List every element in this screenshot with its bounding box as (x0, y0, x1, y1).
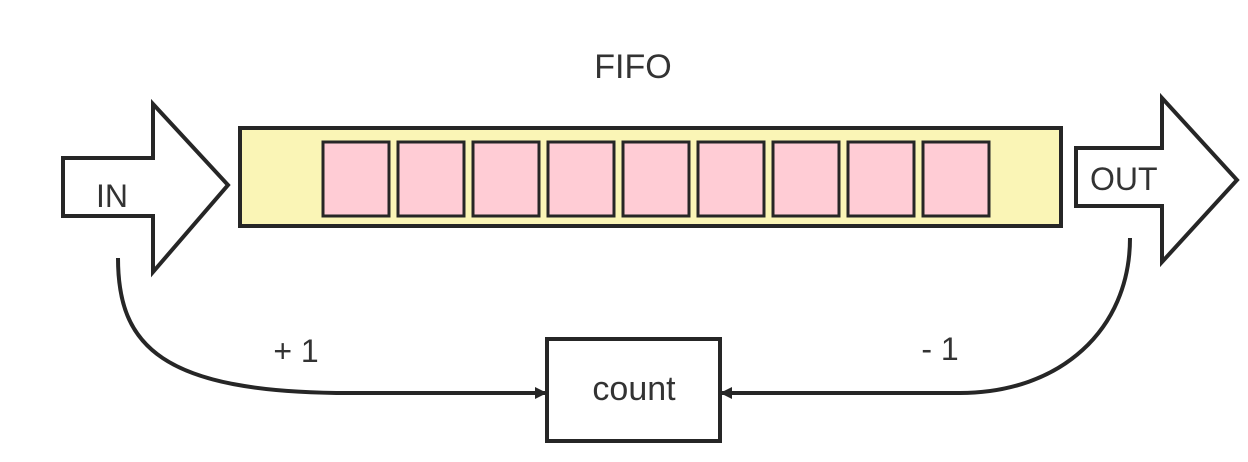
increment-connector (116, 257, 547, 399)
output-arrow (1074, 92, 1240, 268)
decrement-connector (720, 237, 1132, 399)
queue-slot (321, 140, 391, 218)
diagram-title: FIFO (594, 48, 671, 86)
queue-slot (621, 140, 691, 218)
queue-slot (471, 140, 541, 218)
queue-slot (696, 140, 766, 218)
queue-slot (846, 140, 916, 218)
queue-slots (321, 140, 991, 218)
queue-slot (771, 140, 841, 218)
output-label: OUT (1090, 161, 1158, 197)
count-label: count (592, 370, 676, 408)
queue-slot (921, 140, 991, 218)
input-arrow (61, 98, 231, 278)
decrement-label: - 1 (921, 331, 958, 367)
queue-slot (546, 140, 616, 218)
input-label: IN (96, 178, 128, 214)
queue-slot (396, 140, 466, 218)
count-box (545, 337, 722, 443)
increment-label: + 1 (273, 333, 318, 369)
